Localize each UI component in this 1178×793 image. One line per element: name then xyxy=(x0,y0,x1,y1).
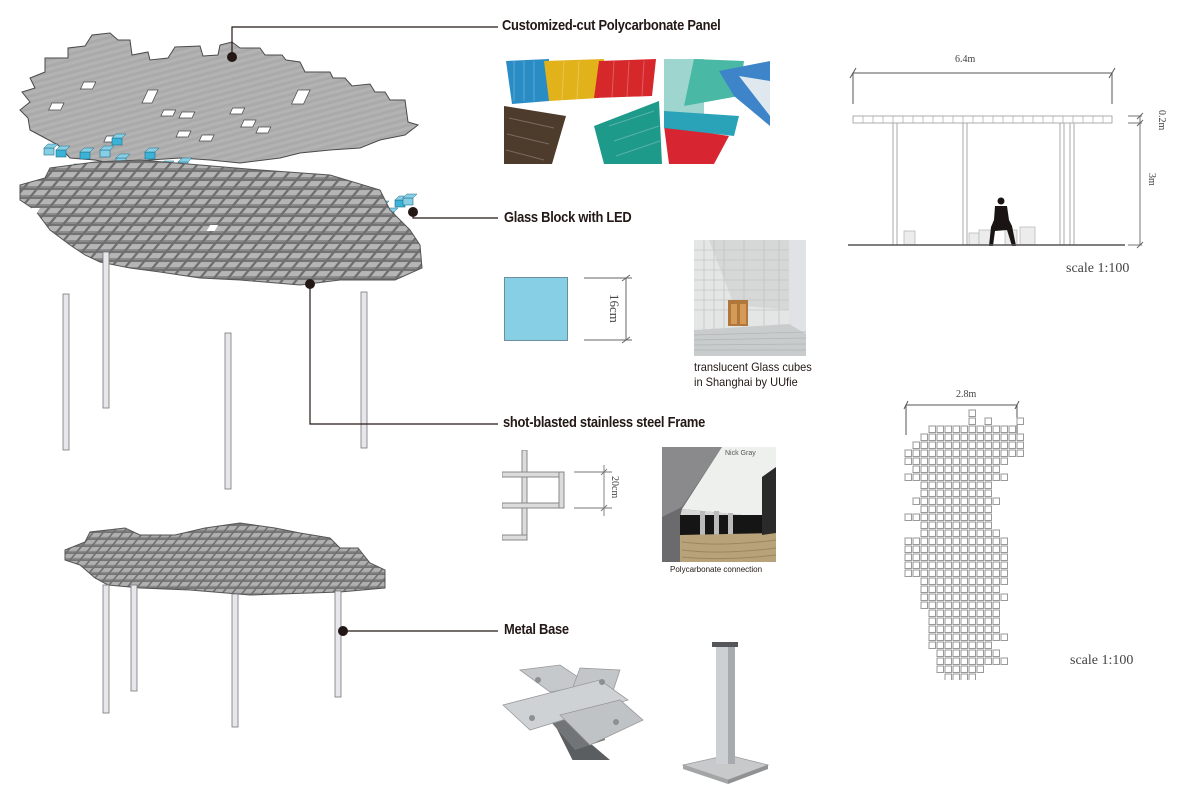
leader-polycarbonate xyxy=(231,26,480,57)
elevation-benches xyxy=(903,226,1036,246)
glass-block-dimension xyxy=(584,274,632,344)
frame-section-drawing xyxy=(502,450,612,541)
column-base-photo xyxy=(681,642,770,784)
led-cube xyxy=(402,193,418,206)
exploded-axonometric xyxy=(19,26,480,728)
seated-person-silhouette xyxy=(989,197,1016,246)
label-steel-frame: shot-blasted stainless steel Frame xyxy=(503,414,706,431)
glass-block-swatch xyxy=(504,277,568,341)
plan-grid xyxy=(904,409,1024,680)
led-cube xyxy=(111,133,127,146)
led-cube xyxy=(79,147,95,160)
elevation-thickness-label: 0.2m xyxy=(1156,110,1167,131)
leader-extensions xyxy=(480,26,498,632)
assembled-canopy xyxy=(64,522,386,728)
leader-dot-glass-block xyxy=(408,207,418,217)
leader-dot-frame xyxy=(305,279,315,289)
elevation-scale-label: scale 1:100 xyxy=(1066,261,1130,276)
steel-grid-frame xyxy=(19,159,423,286)
elevation-height-label: 3m xyxy=(1146,173,1157,186)
glass-block-dimension-label: 16cm xyxy=(607,294,622,323)
leader-lines xyxy=(231,26,480,632)
elevation-canopy xyxy=(852,115,1113,124)
label-glass-block-led: Glass Block with LED xyxy=(504,209,632,226)
cross-plate-base-photo xyxy=(502,664,644,760)
leader-dot-polycarbonate xyxy=(227,52,237,62)
label-metal-base: Metal Base xyxy=(504,621,569,638)
led-cube xyxy=(99,145,115,158)
photo-watermark: Nick Gray xyxy=(725,450,756,457)
glass-cubes-caption-line1: translucent Glass cubes xyxy=(694,360,812,374)
plan-scale-label: scale 1:100 xyxy=(1070,653,1134,668)
label-polycarbonate-panel: Customized-cut Polycarbonate Panel xyxy=(502,17,721,34)
steel-columns xyxy=(62,251,368,490)
led-cube xyxy=(43,143,59,156)
leader-dot-base xyxy=(338,626,348,636)
led-cube xyxy=(55,145,71,158)
frame-dimension-label: 20cm xyxy=(609,476,620,499)
leader-glass-block xyxy=(412,212,480,219)
polycarbonate-connection-photo: Nick Gray xyxy=(662,447,776,562)
leader-frame xyxy=(309,283,480,425)
glass-cubes-shanghai-photo xyxy=(694,240,806,356)
plan-width-label: 2.8m xyxy=(956,389,977,400)
polycarbonate-panel xyxy=(19,32,420,166)
elevation-width-label: 6.4m xyxy=(955,54,976,65)
polycarbonate-connection-caption: Polycarbonate connection xyxy=(670,565,763,574)
plan-drawing xyxy=(903,400,1024,680)
elevation-drawing xyxy=(848,67,1144,249)
glass-cubes-caption-line2: in Shanghai by UUfie xyxy=(694,375,798,389)
polycarbonate-sheets-photo xyxy=(504,56,770,164)
led-cube xyxy=(144,147,160,160)
